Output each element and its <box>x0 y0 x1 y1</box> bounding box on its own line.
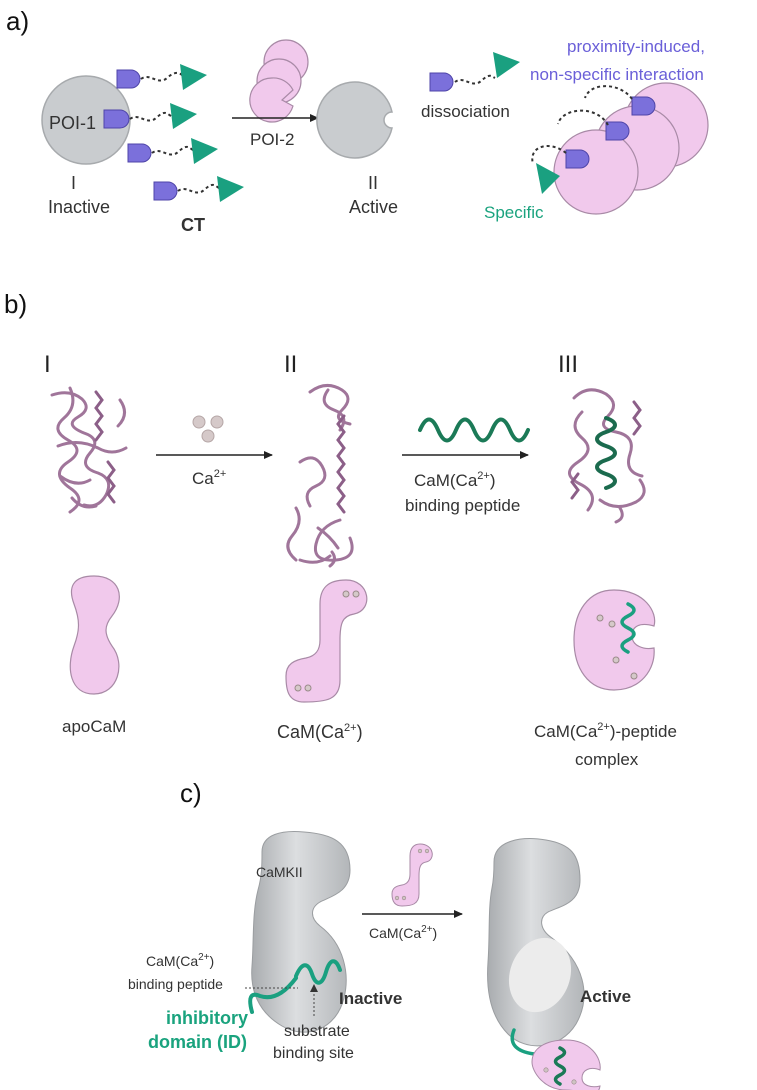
poi1-label: POI-1 <box>49 113 96 133</box>
complex-label-line-2: complex <box>575 750 639 769</box>
inactive-label: Inactive <box>339 989 402 1008</box>
substrate-line-2: binding site <box>273 1045 354 1062</box>
ct-ligand-2 <box>103 103 197 129</box>
apocam-cartoon <box>69 575 120 695</box>
camca-label: CaM(Ca2+) <box>277 722 363 742</box>
active-label: Active <box>580 987 631 1006</box>
apocam-label: apoCaM <box>62 717 126 736</box>
proximity-line-1: proximity-induced, <box>567 37 705 56</box>
peptide-label-line-2: binding peptide <box>405 496 520 515</box>
state1-name: Inactive <box>48 197 110 217</box>
complex-cartoon <box>573 589 656 691</box>
complex-label-line-1: CaM(Ca2+)-peptide <box>534 721 677 741</box>
stage-2-label: II <box>284 351 297 378</box>
proximity-line-2: non-specific interaction <box>530 65 704 84</box>
poi2-label: POI-2 <box>250 130 294 149</box>
camca-small-icon <box>391 843 433 907</box>
peptide-helix <box>418 417 530 443</box>
poi2-stack <box>249 39 309 123</box>
substrate-line-1: substrate <box>284 1023 350 1040</box>
ct-ligand-4 <box>153 176 244 202</box>
active-protein <box>316 81 393 159</box>
complex-structure <box>568 388 646 524</box>
specific-label: Specific <box>484 203 544 222</box>
panel-b-label: b) <box>4 289 27 319</box>
panel-c: c) CaMKII CaM(Ca2+) binding peptide Inac… <box>128 778 631 1090</box>
ct-ligand-1 <box>116 64 207 90</box>
camkii-inactive <box>251 831 351 1033</box>
dissociation-label: dissociation <box>421 102 510 121</box>
free-ct-ligand <box>429 52 520 92</box>
stage-3-label: III <box>558 351 578 378</box>
peptide-label-line-1: CaM(Ca2+) <box>414 470 496 490</box>
state1-numeral: I <box>71 173 76 193</box>
c-peptide-line-2: binding peptide <box>128 976 223 992</box>
state2-name: Active <box>349 197 398 217</box>
panel-a: a) POI-1 I Inactive CT <box>6 6 709 235</box>
complex-peptide <box>595 416 617 490</box>
ct-label: CT <box>181 215 205 235</box>
activation-arrow-label: CaM(Ca2+) <box>369 924 437 941</box>
panel-c-label: c) <box>180 778 202 808</box>
calcium-ions <box>192 415 224 443</box>
poi2-complex <box>531 82 709 215</box>
id-line-1: inhibitory <box>166 1008 248 1028</box>
camca-cartoon <box>285 579 368 703</box>
poi1-protein <box>41 75 131 165</box>
ca-label: Ca2+ <box>192 468 226 488</box>
state2-numeral: II <box>368 173 378 193</box>
camca-structure <box>286 384 354 568</box>
inactive-helix <box>248 959 342 1014</box>
panel-a-label: a) <box>6 6 29 36</box>
stage-1-label: I <box>44 351 51 378</box>
substrate-pointer-head <box>310 984 318 992</box>
apocam-structure <box>50 386 128 514</box>
id-line-2: domain (ID) <box>148 1032 247 1052</box>
active-cam-complex <box>531 1039 601 1090</box>
c-peptide-line-1: CaM(Ca2+) <box>146 952 214 969</box>
panel-b: b) I II III Ca2+ <box>4 289 677 769</box>
camkii-label: CaMKII <box>256 864 303 880</box>
ct-ligand-3 <box>127 138 218 164</box>
substrate-binding-site-open <box>508 937 572 1013</box>
